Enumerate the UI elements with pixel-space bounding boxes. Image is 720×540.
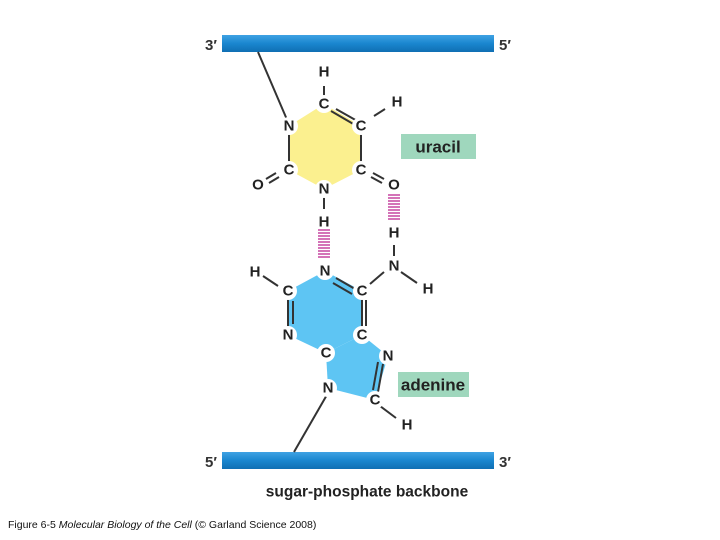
bottom-strand-left-end: 5′ xyxy=(205,454,217,471)
adenine-atom-H-left: H xyxy=(250,264,261,281)
adenine-atom-C-left: C xyxy=(283,283,294,300)
adenine-atom-N-top: N xyxy=(320,263,331,280)
uracil-atoms: H C H N C C C O O N H xyxy=(252,64,402,231)
uracil-atom-C-right-lower: C xyxy=(356,162,367,179)
uracil-atom-H-right: H xyxy=(392,94,403,111)
adenine-atom-C-fused-top: C xyxy=(357,327,368,344)
caption-book-title: Molecular Biology of the Cell xyxy=(58,519,192,531)
uracil-label-box xyxy=(401,134,476,159)
uracil-label: uracil xyxy=(415,138,460,157)
adenine-label: adenine xyxy=(401,376,465,395)
figure-caption: Figure 6-5 Molecular Biology of the Cell… xyxy=(8,519,316,531)
caption-figure-number: Figure 6-5 xyxy=(8,519,56,531)
adenine-backbone-link xyxy=(293,392,329,453)
backbone-label: sugar-phosphate backbone xyxy=(266,484,469,501)
adenine-atom-C-imidazole: C xyxy=(370,392,381,409)
adenine-atom-H-amine-right: H xyxy=(423,281,434,298)
top-backbone xyxy=(222,35,494,52)
top-strand-left-end: 3′ xyxy=(205,37,217,54)
uracil-atom-O-right: O xyxy=(388,177,400,194)
uracil-backbone-link xyxy=(257,51,289,123)
adenine-atom-C-fused-bottom: C xyxy=(321,345,332,362)
uracil-atom-C-left-lower: C xyxy=(284,162,295,179)
bottom-backbone xyxy=(222,452,494,469)
bottom-strand-right-end: 3′ xyxy=(499,454,511,471)
uracil-ring xyxy=(289,104,361,189)
uracil-atom-N-left: N xyxy=(284,118,295,135)
adenine-atom-N-glycosidic: N xyxy=(323,380,334,397)
uracil-atom-H-top: H xyxy=(319,64,330,81)
uracil-atom-C-top: C xyxy=(319,96,330,113)
uracil-atom-O-left: O xyxy=(252,177,264,194)
adenine-atoms: H N H N H C C N C N C N C H xyxy=(250,225,434,434)
uracil-atom-N-bottom: N xyxy=(319,181,330,198)
caption-credit: (© Garland Science 2008) xyxy=(194,519,317,531)
adenine-bonds xyxy=(262,245,418,419)
uracil-atom-C-right-upper: C xyxy=(356,118,367,135)
top-strand-right-end: 5′ xyxy=(499,37,511,54)
adenine-atom-N-lower-left: N xyxy=(283,327,294,344)
adenine-atom-H-bottom: H xyxy=(402,417,413,434)
uracil-atom-H-bottom: H xyxy=(319,214,330,231)
hydrogen-bond-O-HN xyxy=(388,194,400,220)
adenine-label-box xyxy=(398,372,469,397)
adenine-atom-C-right: C xyxy=(357,283,368,300)
hydrogen-bond-NH-N xyxy=(318,229,330,258)
adenine-five-ring xyxy=(326,335,388,400)
adenine-atom-N-amine: N xyxy=(389,258,400,275)
adenine-atom-H-amine-top: H xyxy=(389,225,400,242)
adenine-atom-N-imidazole: N xyxy=(383,348,394,365)
adenine-six-ring xyxy=(288,271,362,353)
